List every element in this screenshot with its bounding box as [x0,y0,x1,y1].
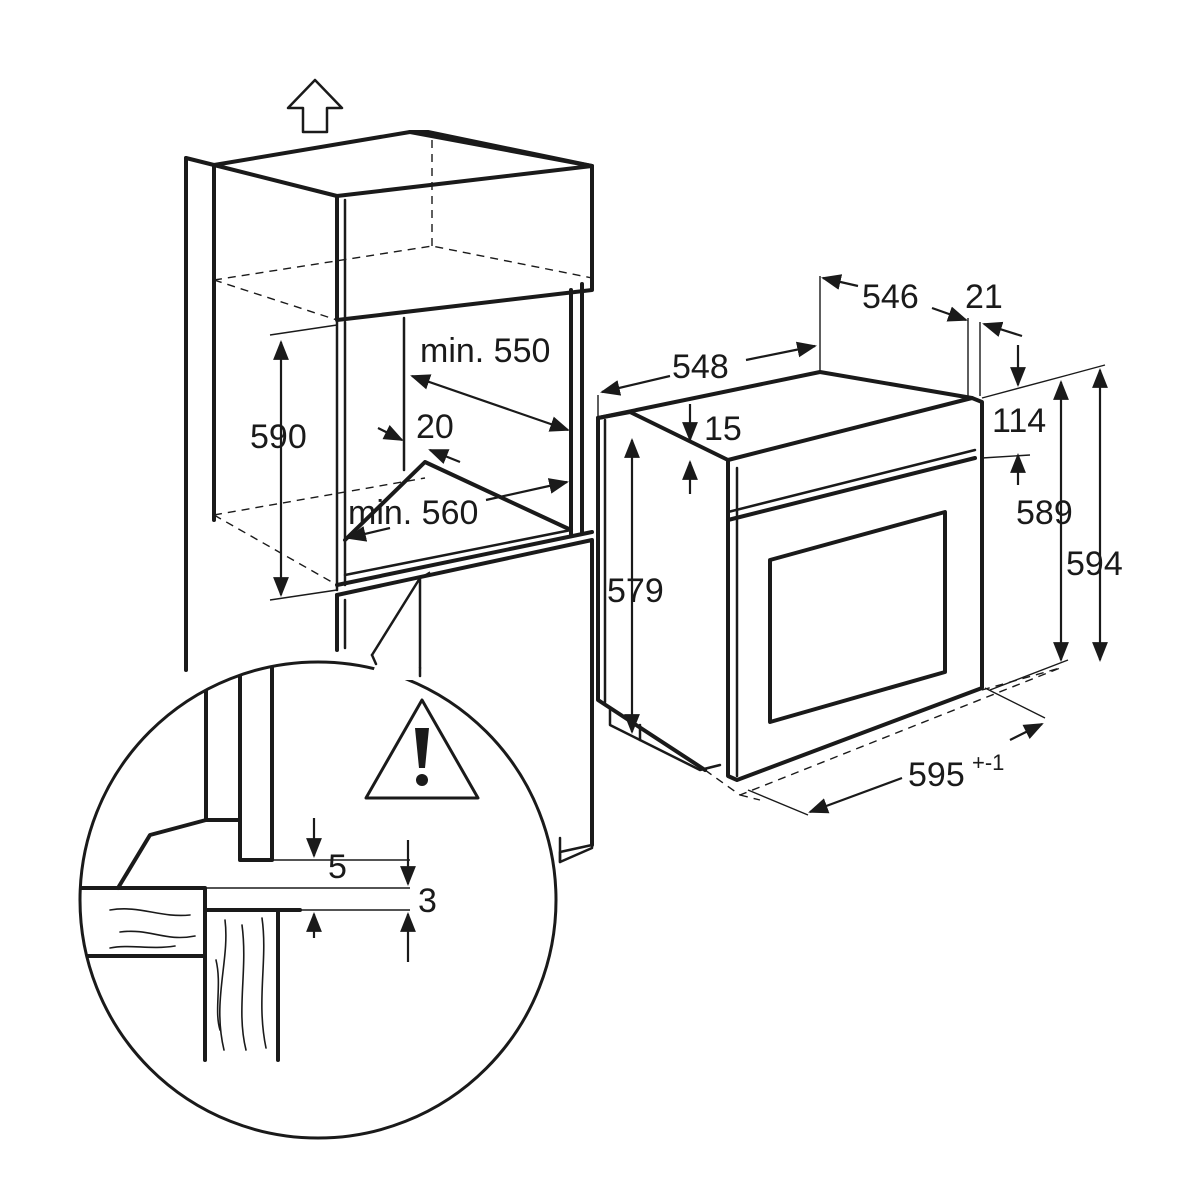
label-595-base: 595 [908,756,965,794]
oven-footprint [704,667,1061,816]
label-min-550: min. 550 [420,332,550,370]
dim-114 [981,345,1069,485]
dim-20 [377,424,461,464]
label-20: 20 [416,408,454,446]
warning-triangle-icon [364,698,480,800]
label-min-560: min. 560 [348,494,478,532]
dim-594 [1067,364,1108,662]
detail-callout [78,571,558,1140]
oven [596,370,984,782]
dim-min-550 [410,374,570,432]
kitchen-cabinet [184,130,594,864]
label-579: 579 [607,572,664,610]
dim-546 [819,274,969,398]
dim-min-560 [346,478,569,542]
label-594: 594 [1066,545,1123,583]
label-589: 589 [1016,494,1073,532]
label-21: 21 [965,278,1003,316]
dim-548 [597,341,817,418]
label-detail-5: 5 [328,848,347,886]
dim-21 [979,321,1023,396]
label-detail-3: 3 [418,882,437,920]
label-546: 546 [862,278,919,316]
label-590: 590 [250,418,307,456]
label-15: 15 [704,410,742,448]
dim-590 [269,324,338,601]
label-595-tolerance: +-1 [972,750,1004,775]
dim-589 [989,380,1069,691]
label-595: 595 [908,756,965,794]
label-548: 548 [672,348,729,386]
label-114: 114 [992,402,1046,440]
up-arrow-icon [286,78,344,134]
dim-595 [808,723,1044,814]
